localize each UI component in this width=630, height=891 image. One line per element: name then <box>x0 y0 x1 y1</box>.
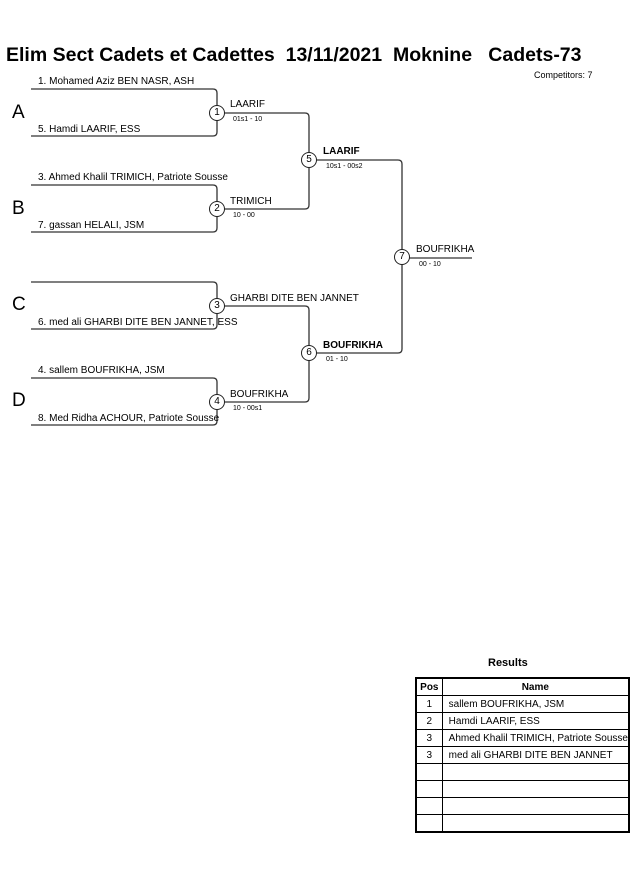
result-pos: 3 <box>415 746 443 764</box>
result-pos <box>415 814 443 833</box>
competitor-entry: 3. Ahmed Khalil TRIMICH, Patriote Sousse <box>38 172 228 183</box>
table-row <box>415 814 630 833</box>
bout-6-score: 01 - 10 <box>326 356 348 363</box>
result-name: Ahmed Khalil TRIMICH, Patriote Sousse <box>441 729 630 747</box>
result-pos: 3 <box>415 729 443 747</box>
result-pos: 1 <box>415 695 443 713</box>
result-pos <box>415 763 443 781</box>
bracket-line-bout-5-out <box>309 159 403 257</box>
bout-2-score: 10 - 00 <box>233 212 255 219</box>
result-name: Hamdi LAARIF, ESS <box>441 712 630 730</box>
group-label-c: C <box>12 294 26 315</box>
column-header-pos: Pos <box>415 677 443 696</box>
bout-number-6: 6 <box>301 345 317 361</box>
bout-number-7: 7 <box>394 249 410 265</box>
bracket-line-bout-4-out <box>217 353 310 403</box>
bout-2-winner: TRIMICH <box>230 196 272 207</box>
group-label-d: D <box>12 390 26 411</box>
result-name <box>441 780 630 798</box>
bracket-line-bout-1-out <box>217 112 310 160</box>
bracket-line-bout-2-out <box>217 160 310 210</box>
group-label-b: B <box>12 198 25 219</box>
competitor-entry: 4. sallem BOUFRIKHA, JSM <box>38 365 165 376</box>
bout-6-winner: BOUFRIKHA <box>323 340 383 351</box>
bout-4-score: 10 - 00s1 <box>233 405 263 412</box>
competitor-entry: 6. med ali GHARBI DITE BEN JANNET, ESS <box>38 317 238 328</box>
bout-7-winner: BOUFRIKHA <box>416 244 475 255</box>
page-title: Elim Sect Cadets et Cadettes 13/11/2021 … <box>6 44 582 66</box>
bout-1-winner: LAARIF <box>230 99 266 110</box>
result-pos <box>415 780 443 798</box>
bout-4-winner: BOUFRIKHA <box>230 389 289 400</box>
competitor-entry: 7. gassan HELALI, JSM <box>38 220 145 231</box>
bout-number-4: 4 <box>209 394 225 410</box>
competitors-count: Competitors: 7 <box>534 70 593 80</box>
competitor-entry: 5. Hamdi LAARIF, ESS <box>38 124 141 135</box>
bout-number-1: 1 <box>209 105 225 121</box>
result-pos: 2 <box>415 712 443 730</box>
bout-number-2: 2 <box>209 201 225 217</box>
bout-number-5: 5 <box>301 152 317 168</box>
bout-number-3: 3 <box>209 298 225 314</box>
result-pos <box>415 797 443 815</box>
result-name <box>441 763 630 781</box>
result-name <box>441 797 630 815</box>
bout-3-winner: GHARBI DITE BEN JANNET <box>230 293 359 304</box>
table-row <box>415 763 630 781</box>
bout-7-score: 00 - 10 <box>419 261 441 268</box>
bout-5-winner: LAARIF <box>323 146 360 157</box>
table-row <box>415 797 630 815</box>
bout-1-score: 01s1 - 10 <box>233 116 263 123</box>
column-header-name: Name <box>441 677 630 696</box>
group-label-a: A <box>12 102 25 123</box>
competitor-entry: 1. Mohamed Aziz BEN NASR, ASH <box>38 76 195 87</box>
bracket-line-bout-6-out <box>309 257 403 354</box>
results-title: Results <box>488 657 528 669</box>
competitor-entry: 8. Med Ridha ACHOUR, Patriote Sousse <box>38 413 220 424</box>
table-row <box>415 780 630 798</box>
result-name <box>441 814 630 833</box>
bracket-line-bout-3-out <box>217 305 310 353</box>
result-name: med ali GHARBI DITE BEN JANNET <box>441 746 630 764</box>
result-name: sallem BOUFRIKHA, JSM <box>441 695 630 713</box>
results-header-row: Pos Name <box>415 677 630 696</box>
bout-5-score: 10s1 - 00s2 <box>326 163 363 170</box>
